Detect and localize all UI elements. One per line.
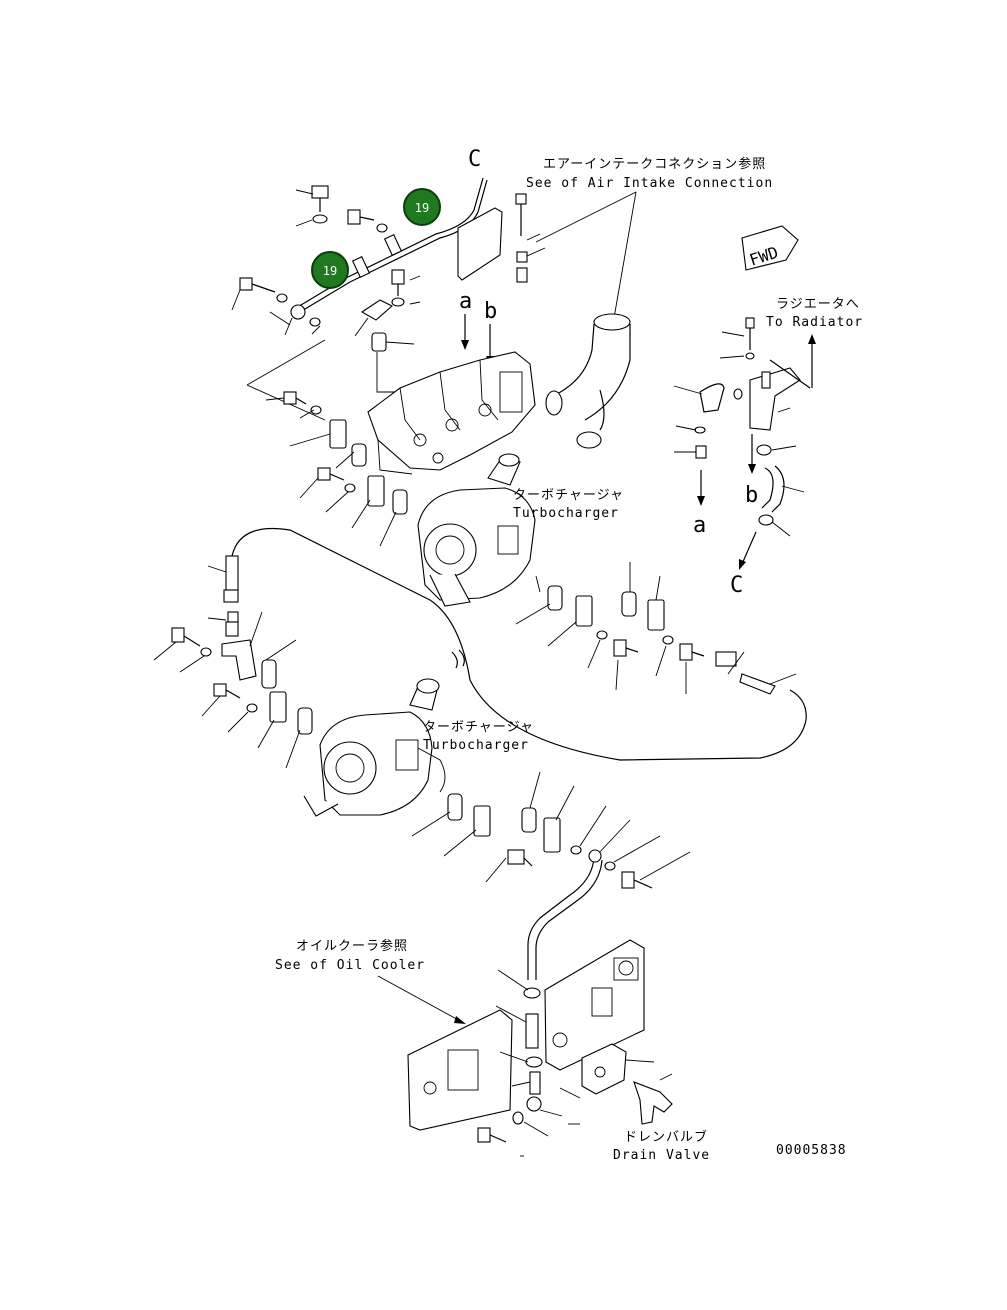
ref-letter-c-right: C <box>730 573 743 598</box>
ref-letter-b-right: b <box>745 483 758 508</box>
oil-cooler-assembly <box>407 939 673 1157</box>
air-intake-label-jp: エアーインテークコネクション参照 <box>543 156 766 172</box>
callout-badge-lower[interactable]: 19 <box>311 251 349 289</box>
oil-cooler-label-jp: オイルクーラ参照 <box>296 938 408 954</box>
drain-valve-label-en: Drain Valve <box>613 1148 710 1163</box>
ref-letter-a-right: a <box>693 513 706 538</box>
engine-head-block <box>367 351 536 475</box>
air-intake-leader-1 <box>535 191 637 243</box>
ref-letter-a-mid: a <box>459 289 472 314</box>
air-intake-leader-2 <box>613 191 637 319</box>
top-tube-assembly <box>231 177 546 421</box>
ref-letter-c-top: C <box>468 147 481 172</box>
lower-turbo-left-hardware <box>201 683 313 769</box>
upper-turbo-right-hardware <box>515 562 797 695</box>
callout-number-lower: 19 <box>323 264 337 278</box>
left-sensor-fitting <box>153 555 297 689</box>
turbo-upper-label-jp: ターボチャージャ <box>513 488 624 503</box>
oil-drain-pipe <box>527 857 595 980</box>
turbo-lower-label-jp: ターボチャージャ <box>423 720 534 735</box>
lower-turbo-right-hardware <box>411 771 691 889</box>
lower-turbocharger <box>303 678 446 817</box>
radiator-arrowhead <box>808 334 816 344</box>
drain-valve-label-jp: ドレンバルブ <box>624 1129 708 1145</box>
callout-badge-upper[interactable]: 19 <box>403 188 441 226</box>
fwd-arrow-sign: FWD <box>741 225 799 271</box>
oil-cooler-label-en: See of Oil Cooler <box>275 958 425 973</box>
drawing-number: 00005838 <box>776 1143 847 1158</box>
long-oil-tube <box>231 527 807 761</box>
upper-turbo-left-hardware <box>265 391 408 547</box>
turbo-lower-label-en: Turbocharger <box>423 738 529 753</box>
oil-cooler-leader <box>377 975 463 1023</box>
air-intake-label-en: See of Air Intake Connection <box>526 176 773 191</box>
radiator-label-jp: ラジエータへ <box>776 297 860 312</box>
callout-number-upper: 19 <box>415 201 429 215</box>
ref-letter-b-mid: b <box>484 299 497 324</box>
air-intake-elbow <box>545 313 631 449</box>
right-coolant-fittings <box>673 317 811 570</box>
turbo-upper-label-en: Turbocharger <box>513 506 619 521</box>
radiator-label-en: To Radiator <box>766 315 863 330</box>
upper-turbocharger <box>417 453 536 607</box>
